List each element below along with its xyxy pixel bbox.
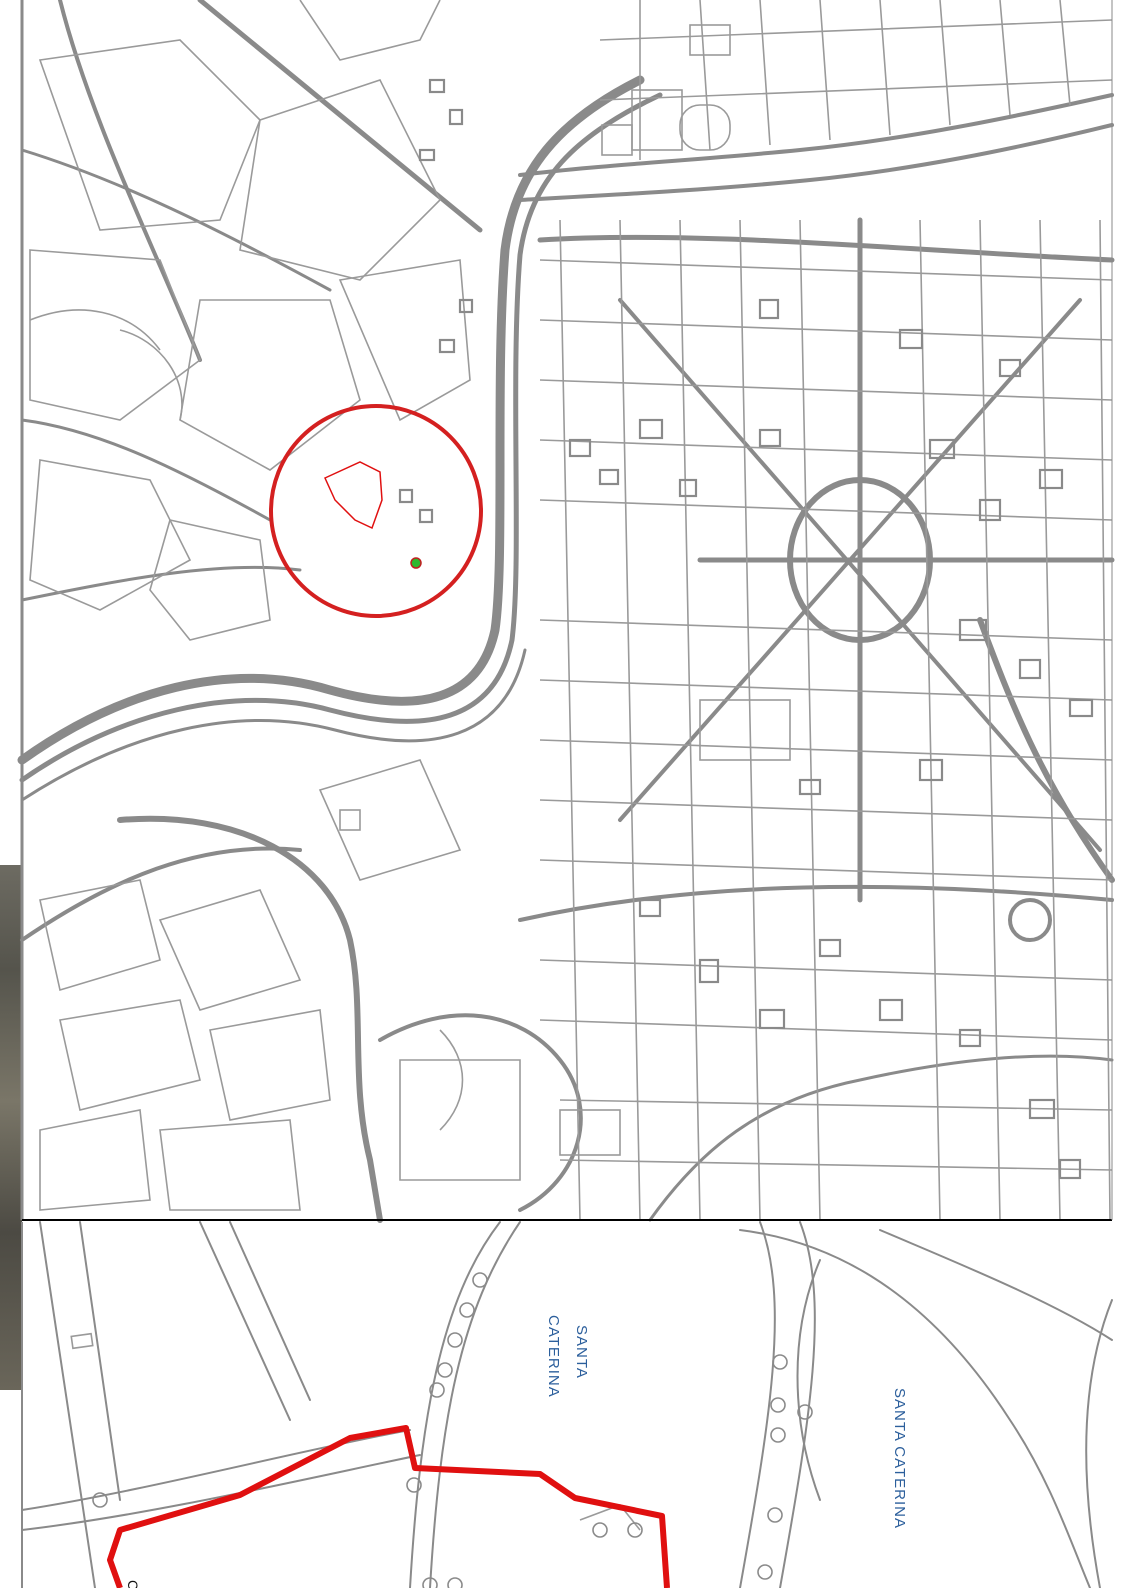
detail-road-12 bbox=[879, 1229, 1113, 1341]
hamlet-buildings bbox=[398, 78, 474, 524]
detail-road-1 bbox=[39, 1221, 96, 1588]
road-nw-3 bbox=[20, 148, 332, 292]
river-north-bank bbox=[518, 93, 1114, 177]
sports-ground bbox=[559, 1109, 621, 1156]
detail-road-8 bbox=[21, 1454, 421, 1531]
road-w-1 bbox=[20, 418, 272, 522]
railway-east bbox=[977, 617, 1115, 883]
parcel-boundary bbox=[107, 1425, 670, 1588]
building-clusters bbox=[568, 298, 1094, 1180]
detail-road-7 bbox=[21, 1429, 411, 1511]
southwest-blocks bbox=[39, 699, 791, 1211]
label-caterina: CATERINA bbox=[545, 1315, 562, 1398]
label-santa: SANTA bbox=[573, 1325, 590, 1379]
detail-trees bbox=[92, 1272, 813, 1588]
parcel-outline-small bbox=[324, 461, 383, 530]
detail-road-2 bbox=[79, 1221, 121, 1501]
road-south-curve bbox=[117, 815, 383, 1223]
highway-lane bbox=[19, 92, 663, 783]
small-building bbox=[339, 809, 361, 831]
detail-road-3 bbox=[199, 1221, 291, 1421]
rural-parcels-west bbox=[29, 0, 471, 641]
road-diag-sw bbox=[618, 298, 1082, 822]
running-track bbox=[679, 104, 731, 151]
detail-map: SANTA CATERINA SANTA CATERINA Ca bbox=[21, 1221, 1113, 1588]
building-ne bbox=[689, 24, 731, 56]
detail-building bbox=[70, 1332, 94, 1350]
location-marker bbox=[410, 557, 422, 569]
detail-road-13 bbox=[1085, 1299, 1113, 1588]
sports-field-1 bbox=[631, 89, 683, 151]
road-south-east bbox=[518, 884, 1114, 922]
map-frame bbox=[22, 0, 1126, 1588]
label-santa-caterina: SANTA CATERINA bbox=[891, 1388, 908, 1529]
label-road-partial: Ca bbox=[125, 1580, 141, 1588]
sports-field-2 bbox=[601, 124, 633, 156]
city-map bbox=[17, 0, 1115, 1223]
city-blocks-east bbox=[539, 219, 1113, 1221]
road-nw-1 bbox=[197, 0, 483, 233]
highlight-circle bbox=[269, 404, 483, 618]
road-north-east bbox=[537, 234, 1115, 263]
main-highway bbox=[17, 75, 645, 765]
detail-road-9 bbox=[739, 1221, 776, 1588]
road-sw bbox=[20, 846, 302, 942]
river-south-bank bbox=[518, 123, 1114, 202]
detail-road-6 bbox=[429, 1221, 521, 1588]
road-diag-se bbox=[618, 298, 1102, 852]
large-building bbox=[699, 699, 791, 761]
detail-road-10 bbox=[779, 1221, 816, 1588]
roundabout bbox=[1008, 898, 1052, 942]
detail-road-11 bbox=[739, 1229, 1091, 1588]
detail-road-5 bbox=[409, 1221, 501, 1588]
road-south-east-2 bbox=[648, 1054, 1114, 1222]
railway-line bbox=[20, 648, 527, 802]
detail-road-4 bbox=[229, 1221, 311, 1401]
road-oval bbox=[378, 1013, 583, 1212]
aerial-photo-edge bbox=[0, 865, 23, 1390]
detail-road-14 bbox=[796, 1259, 821, 1501]
city-blocks-northeast bbox=[599, 0, 1113, 160]
